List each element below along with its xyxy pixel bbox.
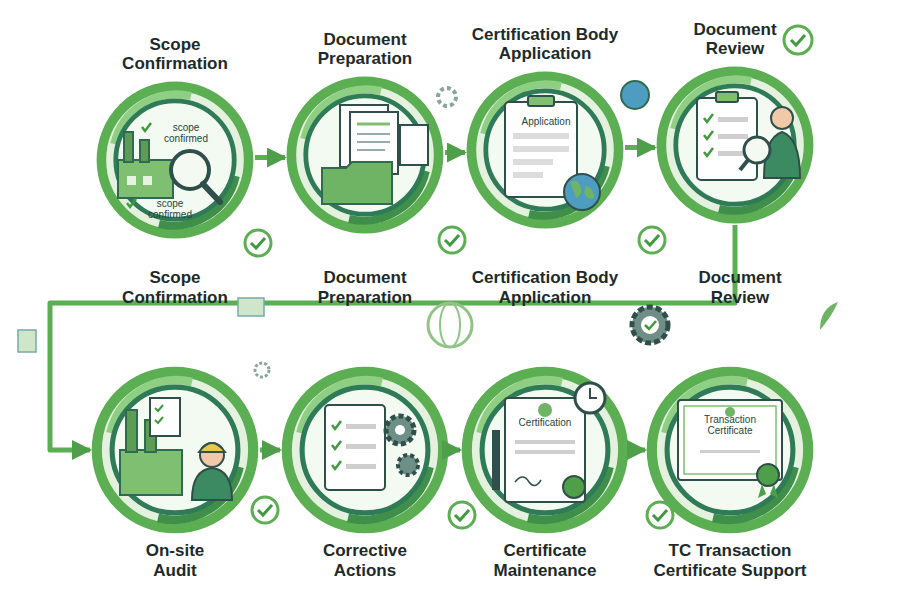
process-node: Certification Body ApplicationApplicatio…	[465, 70, 625, 230]
process-node: Corrective Actions	[280, 365, 450, 535]
decor-shape	[820, 302, 838, 330]
process-circle	[465, 70, 625, 230]
step-title: Document Review	[670, 20, 800, 59]
decor-shape	[645, 235, 659, 245]
flow-arrow	[255, 155, 285, 160]
process-node: Certificate MaintenanceCertification	[460, 365, 630, 535]
decor-shape	[252, 497, 278, 523]
step-title: Certification Body Application	[450, 25, 640, 64]
decor-shape	[438, 88, 456, 106]
circle-ring	[287, 372, 443, 528]
decor-shape	[632, 307, 668, 343]
circle-ring	[661, 71, 808, 218]
process-circle	[90, 365, 260, 535]
circle-ring	[467, 372, 623, 528]
step-title: Scope Confirmation	[110, 35, 240, 74]
decor-shape	[251, 238, 265, 248]
process-circle	[645, 365, 815, 535]
circle-ring	[667, 387, 793, 513]
circle-ring	[482, 387, 608, 513]
process-node: On-site Audit	[90, 365, 260, 535]
repeated-step-label: Document Review	[675, 268, 805, 307]
flow-arrow	[445, 150, 465, 155]
process-node: TC Transaction Certificate SupportTransa…	[645, 365, 815, 535]
step-title: On-site Audit	[130, 541, 220, 580]
process-node: Document Review	[655, 65, 815, 225]
decor-shape	[238, 298, 264, 316]
decor-shape	[255, 363, 269, 377]
decor-shape	[641, 316, 659, 334]
circle-ring	[97, 372, 253, 528]
icon-text: scope confirmed	[151, 122, 221, 144]
process-circle	[655, 65, 815, 225]
decor-shape	[784, 26, 812, 54]
process-circle	[280, 365, 450, 535]
process-circle	[285, 75, 445, 235]
repeated-step-label: Document Preparation	[300, 268, 430, 307]
circle-ring	[471, 76, 618, 223]
flow-arrow	[260, 448, 280, 453]
icon-text: Certification	[508, 417, 582, 428]
decor-shape	[440, 303, 460, 347]
decor-shape	[245, 230, 271, 256]
circle-ring	[486, 91, 604, 209]
circle-ring	[676, 86, 794, 204]
circle-ring	[101, 86, 248, 233]
step-title: Certificate Maintenance	[480, 541, 610, 580]
circle-ring	[302, 387, 428, 513]
decor-shape	[645, 321, 656, 329]
repeated-step-label: Certification Body Application	[450, 268, 640, 307]
process-node: Scope Confirmationscope confirmedscope c…	[95, 80, 255, 240]
icon-text: scope confirmed	[135, 198, 205, 220]
decor-icons	[18, 81, 838, 377]
check-badges	[245, 26, 812, 528]
step-title: Corrective Actions	[300, 541, 430, 580]
step-title: Document Preparation	[300, 30, 430, 69]
circle-ring	[291, 81, 438, 228]
process-node: Document Preparation	[285, 75, 445, 235]
decor-shape	[621, 81, 649, 109]
circle-ring	[306, 96, 424, 214]
decor-shape	[439, 227, 465, 253]
decor-shape	[639, 227, 665, 253]
repeated-step-label: Scope Confirmation	[110, 268, 240, 307]
icon-text: Transaction Certificate	[685, 414, 775, 436]
step-title: TC Transaction Certificate Support	[635, 541, 825, 580]
icon-text: Application	[510, 116, 582, 127]
decor-shape	[449, 502, 475, 528]
circle-ring	[652, 372, 808, 528]
circle-ring	[116, 101, 234, 219]
flow-arrow	[625, 145, 655, 150]
decor-shape	[258, 505, 272, 515]
flow-arrow	[630, 448, 645, 453]
circle-ring	[112, 387, 238, 513]
decor-shape	[455, 510, 469, 520]
decor-shape	[428, 303, 472, 347]
decor-shape	[791, 35, 805, 45]
flow-arrow	[450, 448, 460, 453]
decor-shape	[653, 510, 667, 520]
decor-shape	[18, 330, 36, 352]
decor-shape	[445, 235, 459, 245]
process-circle	[460, 365, 630, 535]
